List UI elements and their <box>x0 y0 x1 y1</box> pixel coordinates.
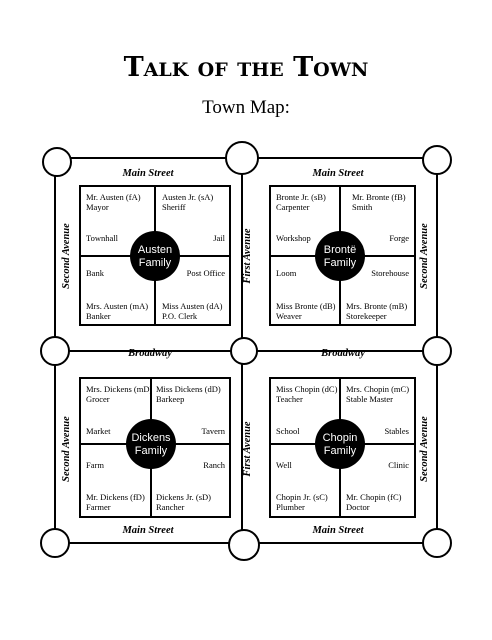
resident-name: Miss Dickens (dD) <box>156 384 221 394</box>
family-name: Brontë <box>324 244 356 256</box>
intersection-top-right <box>422 145 452 175</box>
street-labels: Main Street Main Street Broadway Broadwa… <box>61 168 430 536</box>
family-badge <box>126 419 176 469</box>
resident-role: Grocer <box>86 394 110 404</box>
place-label: Townhall <box>86 233 119 243</box>
street-label-broadway-right: Broadway <box>320 348 365 359</box>
place-label: Tavern <box>202 426 226 436</box>
place-label: Bank <box>86 268 105 278</box>
family-badge <box>130 231 180 281</box>
street-label-second-avenue-upper-right: Second Avenue <box>419 223 430 289</box>
blocks: Mr. Austen (fA) Mayor Austen Jr. (sA) Sh… <box>79 185 416 518</box>
family-word: Family <box>139 257 172 269</box>
block-dickens: Mrs. Dickens (mD) Grocer Miss Dickens (d… <box>79 377 231 518</box>
resident-role: Carpenter <box>276 202 310 212</box>
street-label-main-bottom-right: Main Street <box>311 525 364 536</box>
resident-role: Farmer <box>86 502 111 512</box>
street-label-first-avenue-lower: First Avenue <box>242 421 253 477</box>
place-label: Loom <box>276 268 297 278</box>
resident-name: Mr. Bronte (fB) <box>352 192 406 202</box>
resident-role: Barkeep <box>156 394 184 404</box>
family-badge <box>315 231 365 281</box>
street-label-main-bottom-left: Main Street <box>121 525 174 536</box>
intersection-center <box>230 337 258 365</box>
place-label: School <box>276 426 300 436</box>
family-word: Family <box>324 445 357 457</box>
place-label: Ranch <box>203 460 225 470</box>
resident-role: Storekeeper <box>346 311 387 321</box>
resident-name: Austen Jr. (sA) <box>162 192 213 202</box>
block-chopin: Miss Chopin (dC) Teacher Mrs. Chopin (mC… <box>269 377 416 518</box>
street-label-broadway-left: Broadway <box>127 348 172 359</box>
resident-role: Doctor <box>346 502 370 512</box>
block-bronte: Bronte Jr. (sB) Carpenter Mr. Bronte (fB… <box>269 185 416 326</box>
intersection-top-left <box>42 147 72 177</box>
family-name: Austen <box>138 244 172 256</box>
resident-role: Teacher <box>276 394 303 404</box>
place-label: Clinic <box>388 460 409 470</box>
resident-name: Bronte Jr. (sB) <box>276 192 326 202</box>
resident-role: P.O. Clerk <box>162 311 198 321</box>
resident-role: Sheriff <box>162 202 186 212</box>
place-label: Well <box>276 460 292 470</box>
resident-role: Banker <box>86 311 111 321</box>
street-label-second-avenue-upper-left: Second Avenue <box>61 223 72 289</box>
street-label-main-top-left: Main Street <box>121 168 174 179</box>
intersection-bottom-right <box>422 528 452 558</box>
page-subtitle: Town Map: <box>202 97 290 118</box>
place-label: Jail <box>213 233 225 243</box>
intersection-mid-right <box>422 336 452 366</box>
place-label: Post Office <box>187 268 226 278</box>
street-label-main-top-right: Main Street <box>311 168 364 179</box>
block-border <box>79 377 231 518</box>
intersection-top-center <box>225 141 259 175</box>
resident-name: Mrs. Chopin (mC) <box>346 384 409 394</box>
intersection-mid-left <box>40 336 70 366</box>
intersection-bottom-center <box>228 529 260 561</box>
resident-name: Mr. Chopin (fC) <box>346 492 402 502</box>
resident-role: Rancher <box>156 502 184 512</box>
place-label: Stables <box>384 426 409 436</box>
place-label: Workshop <box>276 233 311 243</box>
place-label: Storehouse <box>371 268 409 278</box>
resident-role: Stable Master <box>346 394 393 404</box>
page-title: Talk of the Town <box>124 52 369 83</box>
family-word: Family <box>324 257 357 269</box>
resident-name: Mr. Dickens (fD) <box>86 492 145 502</box>
resident-name: Miss Bronte (dB) <box>276 301 336 311</box>
place-label: Farm <box>86 460 104 470</box>
resident-name: Miss Chopin (dC) <box>276 384 338 394</box>
street-label-second-avenue-lower-right: Second Avenue <box>419 416 430 482</box>
intersections <box>40 141 452 561</box>
resident-name: Chopin Jr. (sC) <box>276 492 328 502</box>
family-name: Chopin <box>323 432 358 444</box>
resident-role: Weaver <box>276 311 302 321</box>
resident-name: Dickens Jr. (sD) <box>156 492 211 502</box>
place-label: Market <box>86 426 111 436</box>
resident-name: Mrs. Austen (mA) <box>86 301 148 311</box>
resident-name: Mrs. Bronte (mB) <box>346 301 407 311</box>
resident-role: Mayor <box>86 202 109 212</box>
family-word: Family <box>135 445 168 457</box>
block-austen: Mr. Austen (fA) Mayor Austen Jr. (sA) Sh… <box>79 185 231 326</box>
resident-role: Plumber <box>276 502 305 512</box>
resident-role: Smith <box>352 202 373 212</box>
family-name: Dickens <box>131 432 171 444</box>
street-label-second-avenue-lower-left: Second Avenue <box>61 416 72 482</box>
block-border <box>269 377 416 518</box>
street-label-first-avenue-upper: First Avenue <box>242 228 253 284</box>
family-badge <box>315 419 365 469</box>
resident-name: Mr. Austen (fA) <box>86 192 141 202</box>
resident-name: Miss Austen (dA) <box>162 301 223 311</box>
intersection-bottom-left <box>40 528 70 558</box>
place-label: Forge <box>389 233 409 243</box>
resident-name: Mrs. Dickens (mD) <box>86 384 153 394</box>
